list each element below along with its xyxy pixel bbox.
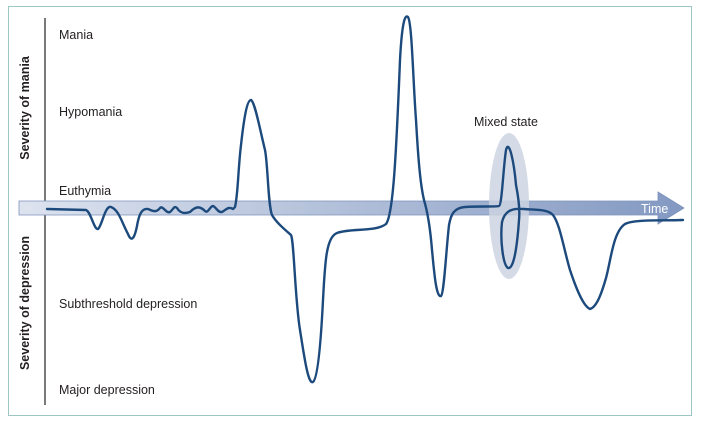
axis-label-depression: Severity of depression bbox=[18, 236, 32, 370]
level-mania: Mania bbox=[59, 28, 93, 42]
axis-label-mania: Severity of mania bbox=[18, 55, 32, 160]
mood-curve bbox=[45, 15, 685, 384]
time-label: Time bbox=[641, 202, 668, 216]
level-euthymia: Euthymia bbox=[59, 184, 111, 198]
time-arrow bbox=[18, 191, 685, 225]
level-subthreshold-depression: Subthreshold depression bbox=[59, 297, 197, 311]
diagram-frame bbox=[8, 6, 692, 416]
level-hypomania: Hypomania bbox=[59, 105, 122, 119]
mixed-state-ellipse bbox=[489, 133, 529, 279]
level-major-depression: Major depression bbox=[59, 383, 155, 397]
mixed-state-label: Mixed state bbox=[474, 115, 538, 129]
